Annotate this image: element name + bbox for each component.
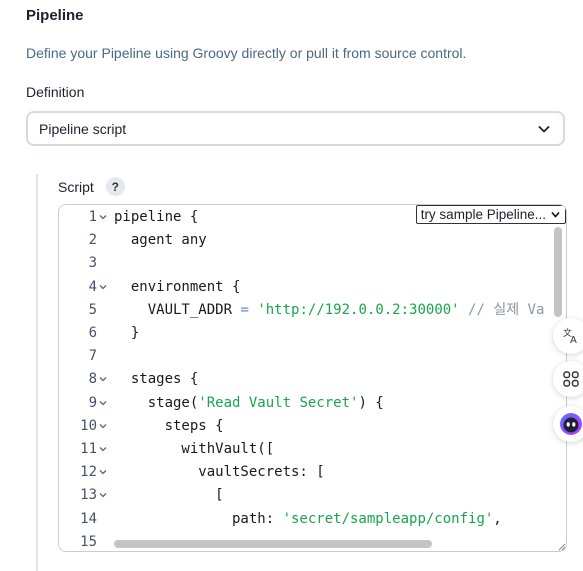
editor-line: 15	[59, 531, 566, 551]
editor-line: 7	[59, 345, 566, 368]
editor-line: 1 pipeline {	[59, 206, 566, 229]
vertical-scrollbar[interactable]	[554, 227, 562, 317]
svg-text:文: 文	[563, 327, 572, 339]
editor-line: 11 withVault([	[59, 438, 566, 461]
code-text: vaultSecrets: [	[114, 461, 325, 484]
editor-line: 6 }	[59, 322, 566, 345]
definition-select[interactable]: Pipeline script	[26, 111, 565, 146]
code-token: ) {	[358, 394, 384, 411]
fold-chevron-icon[interactable]	[99, 276, 107, 299]
translate-button[interactable]: 文 A	[553, 318, 583, 354]
line-number: 9	[88, 394, 97, 411]
line-number: 4	[88, 278, 97, 295]
section-title: Pipeline	[26, 7, 84, 24]
script-label-text: Script	[58, 178, 94, 195]
line-number: 10	[80, 417, 97, 434]
code-token: path:	[114, 510, 283, 527]
nested-section-rail	[36, 174, 38, 571]
code-text: path: 'secret/sampleapp/config',	[114, 508, 502, 531]
editor-line: 4 environment {	[59, 276, 566, 299]
fold-chevron-icon[interactable]	[99, 484, 107, 507]
apps-button[interactable]	[553, 361, 583, 397]
code-text: pipeline {	[114, 206, 198, 229]
code-text: steps {	[114, 415, 224, 438]
code-token: =	[240, 301, 249, 318]
fold-chevron-icon[interactable]	[99, 415, 107, 438]
editor-line: 5 VAULT_ADDR = 'http://192.0.0.2:30000' …	[59, 299, 566, 322]
code-token: pipeline {	[114, 209, 199, 225]
horizontal-scrollbar[interactable]	[114, 540, 432, 548]
code-text: [	[114, 484, 224, 507]
code-text: }	[114, 322, 139, 345]
chevron-down-icon	[538, 126, 550, 133]
line-gutter	[59, 205, 111, 551]
code-token: ,	[493, 510, 502, 527]
line-number: 1	[88, 209, 97, 225]
editor-line: 3	[59, 252, 566, 275]
line-number: 3	[88, 255, 97, 272]
code-token: agent any	[114, 232, 207, 249]
fold-chevron-icon[interactable]	[99, 368, 107, 391]
space	[460, 302, 468, 318]
code-text: withVault([	[114, 438, 274, 461]
editor-line: 2 agent any	[59, 229, 566, 252]
line-number: 7	[88, 348, 97, 365]
code-text: environment {	[114, 276, 241, 299]
code-token: stages {	[114, 371, 199, 388]
sample-pipeline-select[interactable]: try sample Pipeline...	[415, 205, 566, 224]
resize-handle-icon[interactable]	[556, 541, 566, 551]
editor-line: 14 path: 'secret/sampleapp/config',	[59, 508, 566, 531]
line-number: 15	[80, 533, 97, 550]
code-token: [	[114, 487, 224, 504]
editor-line: 8 stages {	[59, 368, 566, 391]
code-token: environment {	[114, 278, 241, 295]
line-number: 11	[80, 441, 97, 457]
code-text: stage('Read Vault Secret') {	[114, 392, 384, 415]
line-number: 12	[80, 464, 97, 481]
editor-line: 12 vaultSecrets: [	[59, 461, 566, 484]
sample-pipeline-text: try sample Pipeline...	[420, 207, 546, 222]
svg-text:A: A	[570, 335, 577, 345]
code-token: vaultSecrets: [	[114, 464, 325, 481]
code-text: agent any	[114, 229, 207, 252]
code-token: steps {	[114, 417, 224, 434]
apps-icon	[563, 371, 579, 387]
fold-chevron-icon[interactable]	[99, 461, 107, 484]
code-text: VAULT_ADDR = 'http://192.0.0.2:30000' //…	[114, 299, 545, 322]
assistant-icon	[560, 413, 582, 435]
definition-label: Definition	[26, 84, 85, 100]
line-number: 14	[80, 510, 97, 527]
code-token: withVault([	[114, 441, 275, 457]
line-number: 2	[88, 232, 97, 249]
editor-line: 13 [	[59, 484, 566, 507]
fold-chevron-icon[interactable]	[99, 392, 107, 415]
definition-selected-value: Pipeline script	[39, 120, 127, 137]
line-number: 5	[88, 301, 97, 318]
assistant-button[interactable]	[553, 406, 583, 442]
code-token: VAULT_ADDR	[114, 301, 241, 318]
fold-chevron-icon[interactable]	[99, 438, 107, 461]
translate-icon: 文 A	[563, 327, 577, 345]
help-button[interactable]: ?	[105, 177, 125, 196]
line-number: 13	[80, 487, 97, 504]
code-token: stage(	[114, 394, 199, 411]
section-description: Define your Pipeline using Groovy direct…	[26, 45, 467, 61]
code-token: // 실제 Va	[468, 301, 545, 318]
chevron-down-icon	[551, 211, 560, 218]
editor-line: 9 stage('Read Vault Secret') {	[59, 392, 566, 415]
line-number: 6	[88, 325, 97, 341]
code-token: 'http://192.0.0.2:30000'	[257, 301, 460, 318]
script-label: Script ?	[58, 177, 125, 196]
fold-chevron-icon[interactable]	[99, 206, 107, 229]
line-number: 8	[88, 371, 97, 388]
code-token: 'secret/sampleapp/config'	[282, 510, 494, 527]
code-token: 'Read Vault Secret'	[198, 394, 359, 411]
editor-line: 10 steps {	[59, 415, 566, 438]
code-token: }	[114, 325, 140, 341]
code-text: stages {	[114, 368, 198, 391]
